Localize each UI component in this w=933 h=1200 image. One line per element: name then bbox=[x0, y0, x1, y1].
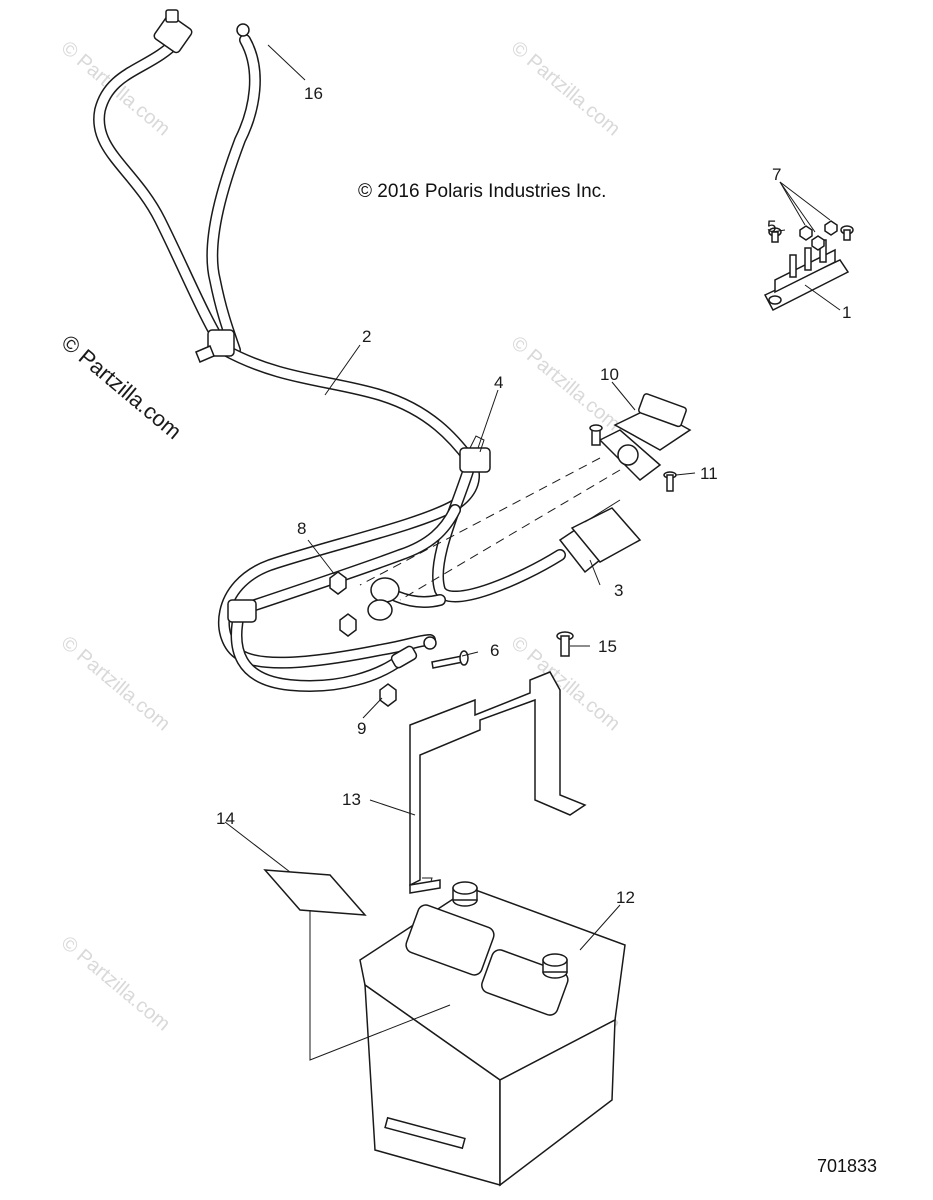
copyright-notice: © 2016 Polaris Industries Inc. bbox=[358, 181, 606, 202]
watermark-prominent: © Partzilla.com bbox=[57, 330, 187, 444]
callout-14: 14 bbox=[216, 809, 235, 828]
callout-9: 9 bbox=[357, 719, 366, 738]
callout-2: 2 bbox=[362, 327, 371, 346]
callout-4: 4 bbox=[494, 373, 503, 392]
callout-5: 5 bbox=[767, 217, 776, 236]
leader-lines bbox=[224, 44, 841, 951]
drawing-number: 701833 bbox=[817, 1156, 877, 1176]
small-hardware bbox=[329, 571, 574, 707]
screw-left bbox=[589, 424, 603, 446]
callout-16: 16 bbox=[304, 84, 323, 103]
watermark-lower-left: © Partzilla.com bbox=[57, 632, 174, 735]
callout-3: 3 bbox=[614, 581, 623, 600]
callout-12: 12 bbox=[616, 888, 635, 907]
watermark-bottom-left: © Partzilla.com bbox=[57, 932, 174, 1035]
callout-13: 13 bbox=[342, 790, 361, 809]
relay-bracket bbox=[598, 393, 692, 481]
callout-1: 1 bbox=[842, 303, 851, 322]
battery-hold-down bbox=[409, 671, 587, 894]
label-leader bbox=[309, 910, 451, 1061]
battery-label bbox=[263, 869, 367, 916]
callout-10: 10 bbox=[600, 365, 619, 384]
cable-harness bbox=[93, 9, 566, 692]
callouts: 1 2 3 4 5 6 7 8 9 10 11 12 13 14 15 16 bbox=[216, 84, 851, 907]
callout-15: 15 bbox=[598, 637, 617, 656]
fasteners-5-7 bbox=[768, 220, 854, 251]
callout-8: 8 bbox=[297, 519, 306, 538]
alignment-dash-1 bbox=[399, 469, 621, 601]
callout-11: 11 bbox=[700, 464, 718, 483]
alignment-dash-2 bbox=[359, 457, 601, 586]
watermark-top-mid: © Partzilla.com bbox=[507, 37, 624, 140]
screw-11 bbox=[663, 471, 677, 492]
callout-6: 6 bbox=[490, 641, 499, 660]
connector-plug bbox=[558, 499, 642, 574]
callout-7: 7 bbox=[772, 165, 781, 184]
battery bbox=[359, 881, 626, 1187]
terminal-block bbox=[763, 239, 850, 312]
